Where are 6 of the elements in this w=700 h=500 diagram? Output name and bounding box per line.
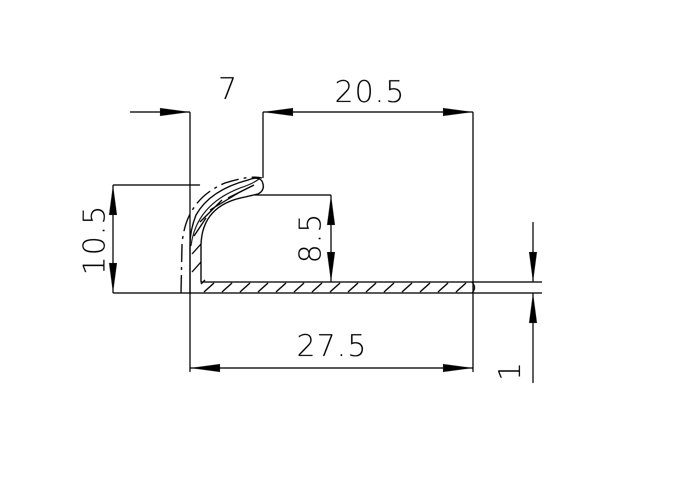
- dimension-label: 7: [218, 75, 238, 105]
- dimension-label: 27.5: [296, 332, 368, 362]
- dimension-label: 1: [496, 360, 526, 382]
- dimension-label: 8.5: [296, 212, 326, 264]
- dimension-label: 10.5: [80, 204, 110, 276]
- dimension-label: 20.5: [334, 78, 406, 108]
